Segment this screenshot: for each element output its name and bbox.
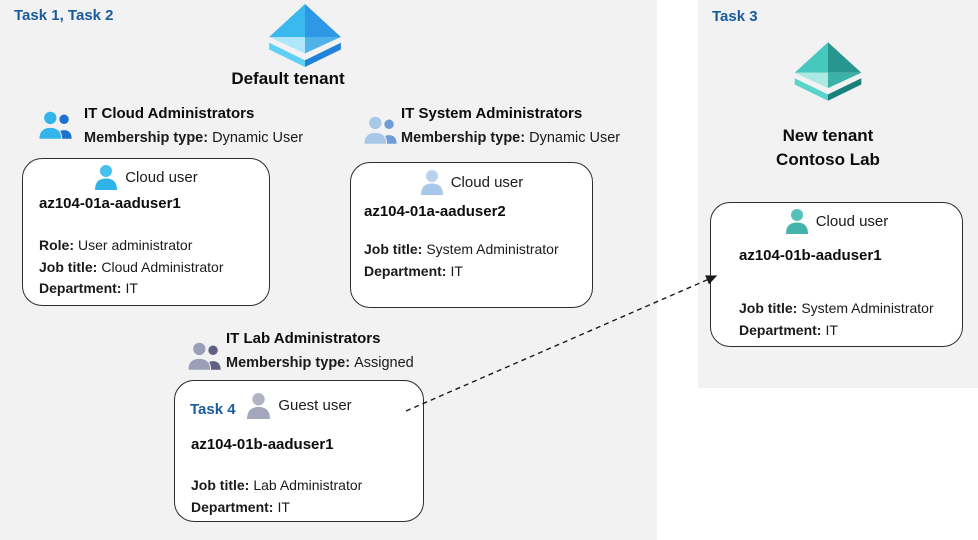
card-user-type-row: Guest user	[175, 392, 423, 419]
field-role: Role:User administrator	[39, 237, 193, 253]
username: az104-01b-aaduser1	[739, 247, 882, 264]
user-fields: Job title:System Administrator Departmen…	[364, 239, 559, 282]
field-department: Department:IT	[739, 321, 838, 338]
membership-value: Dynamic User	[529, 130, 621, 146]
user-fields: Job title:Lab Administrator Department:I…	[191, 475, 362, 518]
group-membership-lab-admins: Membership type:Assigned	[226, 355, 414, 371]
username: az104-01a-aaduser2	[364, 203, 506, 220]
card-user-type-row: Cloud user	[351, 169, 592, 195]
azure-tenant-icon-teal	[792, 41, 864, 101]
field-department: Department:IT	[39, 280, 138, 296]
membership-value: Dynamic User	[212, 130, 304, 146]
username: az104-01b-aaduser1	[191, 436, 334, 453]
field-department: Department:IT	[191, 498, 290, 515]
task-4-label: Task 4	[190, 401, 236, 418]
user-type-label: Guest user	[278, 397, 352, 414]
person-icon	[94, 164, 118, 190]
person-icon	[420, 169, 444, 195]
card-user-type-row: Cloud user	[711, 208, 962, 234]
group-icon-system-admins	[363, 114, 399, 145]
user-card-aaduser2: Cloud user az104-01a-aaduser2 Job title:…	[350, 162, 593, 308]
group-icon-cloud-admins	[38, 109, 74, 140]
new-tenant-title-line1: New tenant	[782, 126, 874, 145]
membership-label: Membership type:	[84, 130, 209, 146]
group-title-lab-admins: IT Lab Administrators	[226, 330, 381, 347]
azure-tenant-icon-blue	[266, 3, 344, 67]
new-tenant-user-card: Cloud user az104-01b-aaduser1 Job title:…	[710, 202, 963, 347]
task-3-label: Task 3	[712, 8, 758, 25]
guest-user-card: Task 4 Guest user az104-01b-aaduser1 Job…	[174, 380, 424, 522]
group-membership-cloud-admins: Membership type:Dynamic User	[84, 130, 303, 146]
field-job-title: Job title:System Administrator	[364, 241, 559, 257]
field-job-title: Job title:Lab Administrator	[191, 477, 363, 493]
field-job-title: Job title:Cloud Administrator	[39, 258, 224, 275]
user-type-label: Cloud user	[450, 173, 524, 191]
username: az104-01a-aaduser1	[39, 195, 181, 212]
default-tenant-title: Default tenant	[231, 69, 345, 88]
group-title-cloud-admins: IT Cloud Administrators	[84, 105, 255, 122]
group-icon-lab-admins	[187, 340, 223, 371]
user-card-aaduser1: Cloud user az104-01a-aaduser1 Role:User …	[22, 158, 270, 306]
group-title-system-admins: IT System Administrators	[401, 105, 583, 122]
task-1-2-label: Task 1, Task 2	[14, 7, 114, 24]
user-fields: Job title:System Administrator Departmen…	[739, 298, 934, 341]
group-membership-system-admins: Membership type:Dynamic User	[401, 130, 620, 146]
new-tenant-title-line2: Contoso Lab	[776, 150, 880, 169]
person-icon	[246, 392, 271, 419]
membership-label: Membership type:	[226, 355, 351, 371]
field-department: Department:IT	[364, 262, 463, 279]
field-job-title: Job title:System Administrator	[739, 300, 934, 316]
user-type-label: Cloud user	[125, 168, 198, 186]
person-icon	[785, 208, 809, 234]
card-user-type-row: Cloud user	[23, 164, 269, 190]
membership-value: Assigned	[354, 355, 414, 371]
membership-label: Membership type:	[401, 130, 526, 146]
user-type-label: Cloud user	[815, 212, 889, 230]
user-fields: Role:User administrator Job title:Cloud …	[39, 235, 224, 300]
